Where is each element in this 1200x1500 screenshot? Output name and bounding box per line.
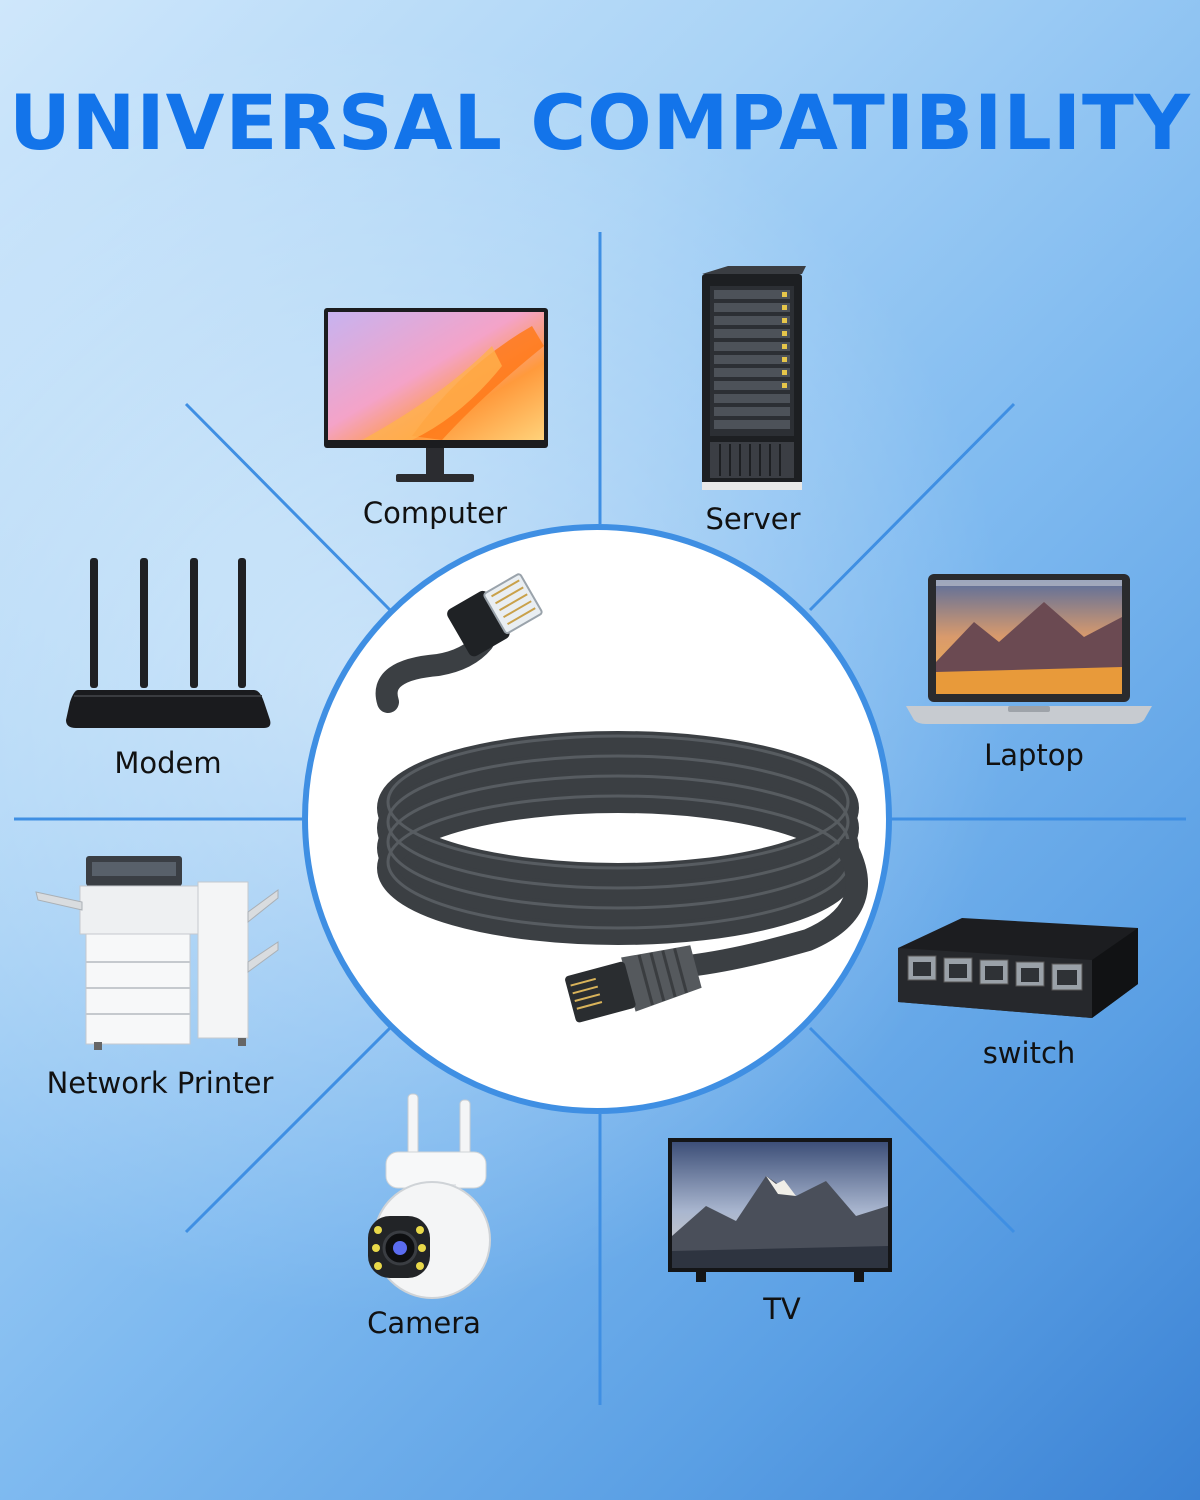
tv-device (666, 1136, 894, 1290)
monitor-icon (324, 308, 548, 482)
printer-icon (35, 856, 279, 1050)
switch-device (892, 914, 1142, 1028)
security-camera-icon (368, 1093, 491, 1299)
router-icon (66, 558, 271, 728)
line-top-right (808, 402, 1016, 612)
ethernet-cable-icon (375, 573, 868, 1023)
network-switch-icon (898, 918, 1138, 1018)
computer-device (322, 306, 550, 494)
center-cable-circle (302, 524, 892, 1114)
server-label: Server (705, 502, 801, 536)
line-bottom-right (808, 1026, 1016, 1234)
tv-label: TV (763, 1292, 801, 1326)
printer-device (34, 852, 284, 1056)
printer-label: Network Printer (46, 1066, 274, 1100)
line-bottom-left (184, 1026, 392, 1234)
line-top-left (184, 402, 392, 612)
computer-label: Computer (362, 496, 508, 530)
laptop-label: Laptop (984, 738, 1084, 772)
camera-label: Camera (367, 1306, 481, 1340)
switch-label: switch (982, 1036, 1076, 1070)
page-title: UNIVERSAL COMPATIBILITY (9, 78, 1191, 167)
camera-device (356, 1090, 496, 1304)
modem-label: Modem (114, 746, 222, 780)
laptop-icon (906, 574, 1152, 724)
server-rack-icon (702, 266, 806, 490)
modem-device (64, 556, 274, 740)
server-device (698, 264, 808, 498)
tv-icon (668, 1138, 892, 1282)
laptop-device (904, 572, 1154, 736)
